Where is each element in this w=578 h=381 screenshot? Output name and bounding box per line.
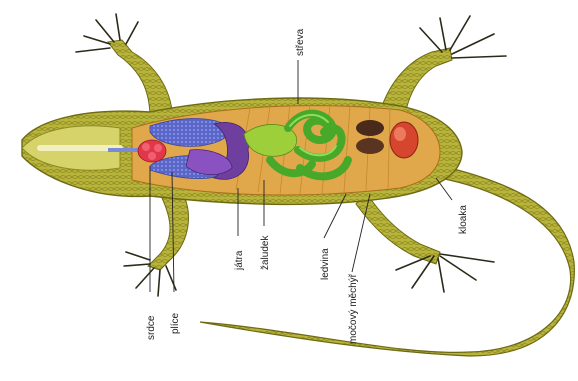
label-jatra: játra [234, 250, 245, 271]
kidney-upper [356, 120, 384, 136]
front-leg-lower [148, 196, 188, 270]
label-ledvina: ledvina [320, 248, 331, 280]
label-srdce: srdce [146, 315, 157, 340]
front-leg-upper [108, 40, 172, 118]
hind-leg-lower [356, 192, 440, 264]
label-plice: plíce [170, 312, 181, 334]
label-mocovy-mechyr: močový měchýř [348, 273, 359, 344]
label-kloaka: kloaka [458, 205, 469, 234]
bladder [390, 122, 418, 158]
kidney-lower [356, 138, 384, 154]
label-streva: střeva [295, 28, 306, 56]
label-zaludek: žaludek [260, 235, 271, 270]
